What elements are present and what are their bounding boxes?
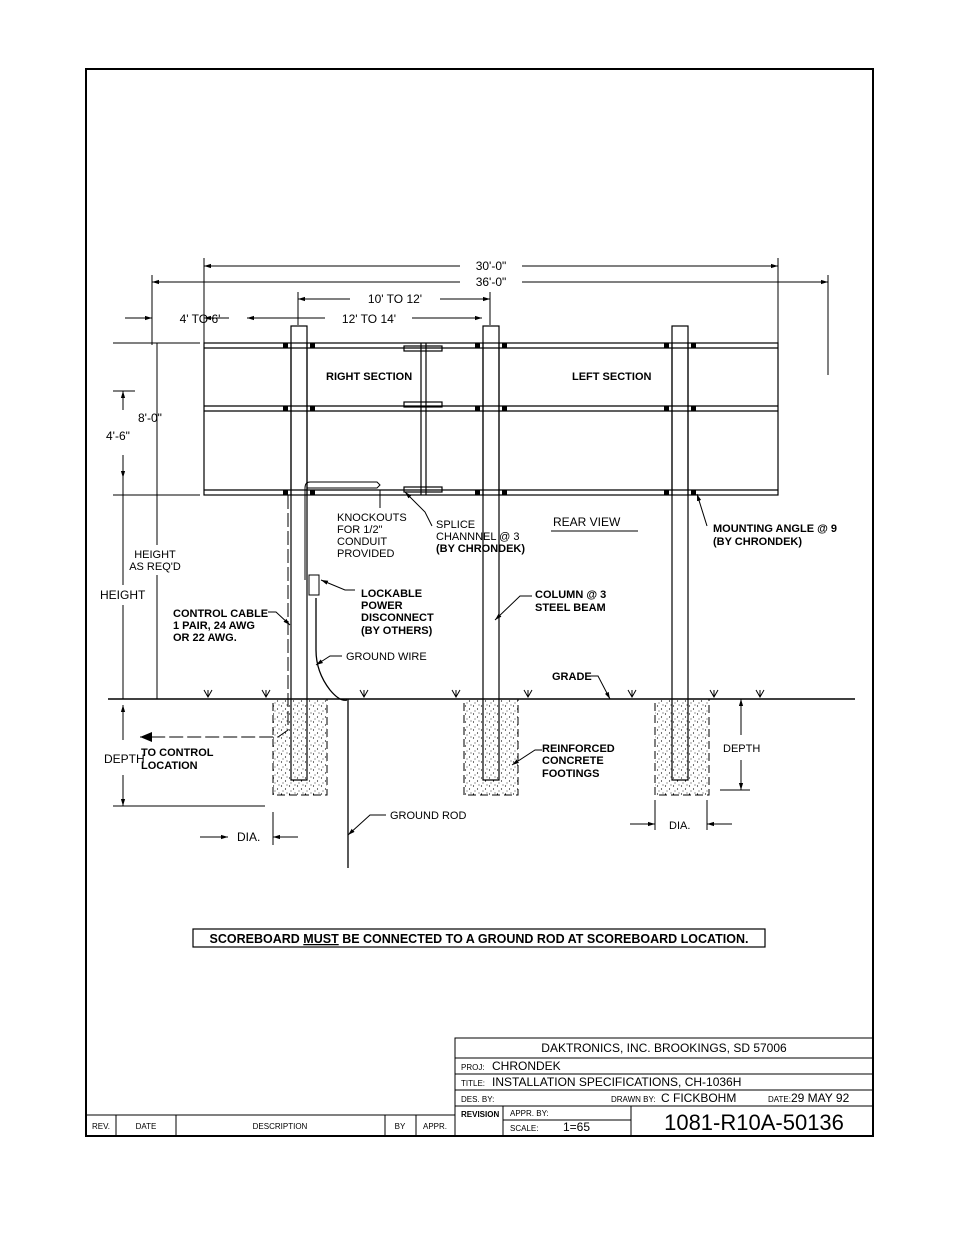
drawing-title: INSTALLATION SPECIFICATIONS, CH-1036H (492, 1075, 741, 1089)
drawing-date: 29 MAY 92 (791, 1091, 850, 1105)
dim-8: 8'-0" (138, 411, 162, 425)
dim-10-12: 10' TO 12' (368, 292, 422, 306)
knockouts-note-2: FOR 1/2" (337, 524, 383, 536)
to-control-2: LOCATION (141, 760, 198, 772)
drawing-border (85, 68, 874, 1137)
splice-note-1: SPLICE (436, 519, 475, 531)
footing-middle (463, 698, 519, 796)
right-section-label: RIGHT SECTION (326, 371, 412, 383)
appr-header: APPR. (423, 1122, 447, 1131)
control-cable (140, 495, 289, 738)
dimension-texts: 30'-0" 36'-0" 10' TO 12' 4' TO 6' 12' TO… (106, 259, 506, 443)
column-note-1: COLUMN @ 3 (535, 589, 606, 601)
scale-value: 1=65 (563, 1120, 590, 1134)
ground-wire-label: GROUND WIRE (346, 651, 427, 663)
reinforced-note-3: FOOTINGS (542, 768, 599, 780)
appr-by-label: APPR. BY: (510, 1109, 549, 1118)
description-header: DESCRIPTION (253, 1122, 308, 1131)
power-disconnect-box (308, 574, 320, 596)
depth-right-label: DEPTH (723, 743, 760, 755)
knockouts-note-4: PROVIDED (337, 548, 395, 560)
concrete-footings (272, 698, 710, 796)
revision-label: REVISION (461, 1110, 499, 1119)
dim-30: 30'-0" (476, 259, 507, 273)
ground-rod-label: GROUND ROD (390, 810, 466, 822)
des-by-label: DES. BY: (461, 1095, 494, 1104)
height-label: HEIGHT (100, 588, 146, 602)
dim-4-6: 4' TO 6' (180, 312, 221, 326)
left-section-label: LEFT SECTION (572, 371, 652, 383)
dimension-lines (113, 258, 829, 845)
drawing-number: 1081-R10A-50136 (664, 1110, 844, 1135)
proj-label: PROJ: (461, 1063, 485, 1072)
mounting-note-1: MOUNTING ANGLE @ 9 (713, 523, 837, 535)
dim-4-6-height: 4'-6" (106, 429, 130, 443)
drawn-by-label: DRAWN BY: (611, 1095, 656, 1104)
dia-right-label: DIA. (669, 820, 690, 832)
ground-notice: SCOREBOARD MUST BE CONNECTED TO A GROUND… (210, 932, 749, 946)
dim-12-14: 12' TO 14' (342, 312, 396, 326)
date-label: DATE: (768, 1095, 791, 1104)
title-block (85, 1037, 874, 1137)
control-cable-note-1: CONTROL CABLE (173, 608, 268, 620)
leader-lines (268, 490, 708, 836)
reinforced-note-2: CONCRETE (542, 755, 604, 767)
height-as-req-1: HEIGHT (134, 549, 176, 561)
knockouts-note-3: CONDUIT (337, 536, 387, 548)
column-note-2: STEEL BEAM (535, 602, 606, 614)
splice-note-3: (BY CHRONDEK) (436, 543, 525, 555)
lockable-note-3: DISCONNECT (361, 612, 434, 624)
lockable-note-1: LOCKABLE (361, 588, 422, 600)
mounting-note-2: (BY CHRONDEK) (713, 536, 802, 548)
dim-36: 36'-0" (476, 275, 507, 289)
drawn-by: C FICKBOHM (661, 1091, 736, 1105)
reinforced-note-1: REINFORCED (542, 743, 615, 755)
company-line: DAKTRONICS, INC. BROOKINGS, SD 57006 (541, 1041, 787, 1055)
grass-marks (203, 689, 765, 699)
grade-label: GRADE (552, 671, 592, 683)
control-cable-note-3: OR 22 AWG. (173, 632, 237, 644)
date-header: DATE (136, 1122, 157, 1131)
scoreboard-panel (203, 342, 779, 580)
rear-view-label: REAR VIEW (553, 515, 621, 529)
depth-left-label: DEPTH (104, 752, 145, 766)
ground-rod (315, 598, 349, 868)
lockable-note-4: (BY OTHERS) (361, 625, 433, 637)
knockouts-note-1: KNOCKOUTS (337, 512, 407, 524)
control-cable-note-2: 1 PAIR, 24 AWG (173, 620, 255, 632)
rev-header: REV. (92, 1122, 110, 1131)
dia-left-label: DIA. (237, 830, 260, 844)
height-as-req-2: AS REQ'D (129, 561, 181, 573)
lockable-note-2: POWER (361, 600, 403, 612)
project-name: CHRONDEK (492, 1059, 561, 1073)
title-label: TITLE: (461, 1079, 485, 1088)
footing-left (272, 698, 328, 796)
by-header: BY (395, 1122, 406, 1131)
to-control-1: TO CONTROL (141, 747, 214, 759)
mounting-bolts (283, 343, 696, 495)
scale-label: SCALE: (510, 1124, 538, 1133)
ground-notice-box (192, 928, 766, 948)
splice-note-2: CHANNNEL @ 3 (436, 531, 520, 543)
